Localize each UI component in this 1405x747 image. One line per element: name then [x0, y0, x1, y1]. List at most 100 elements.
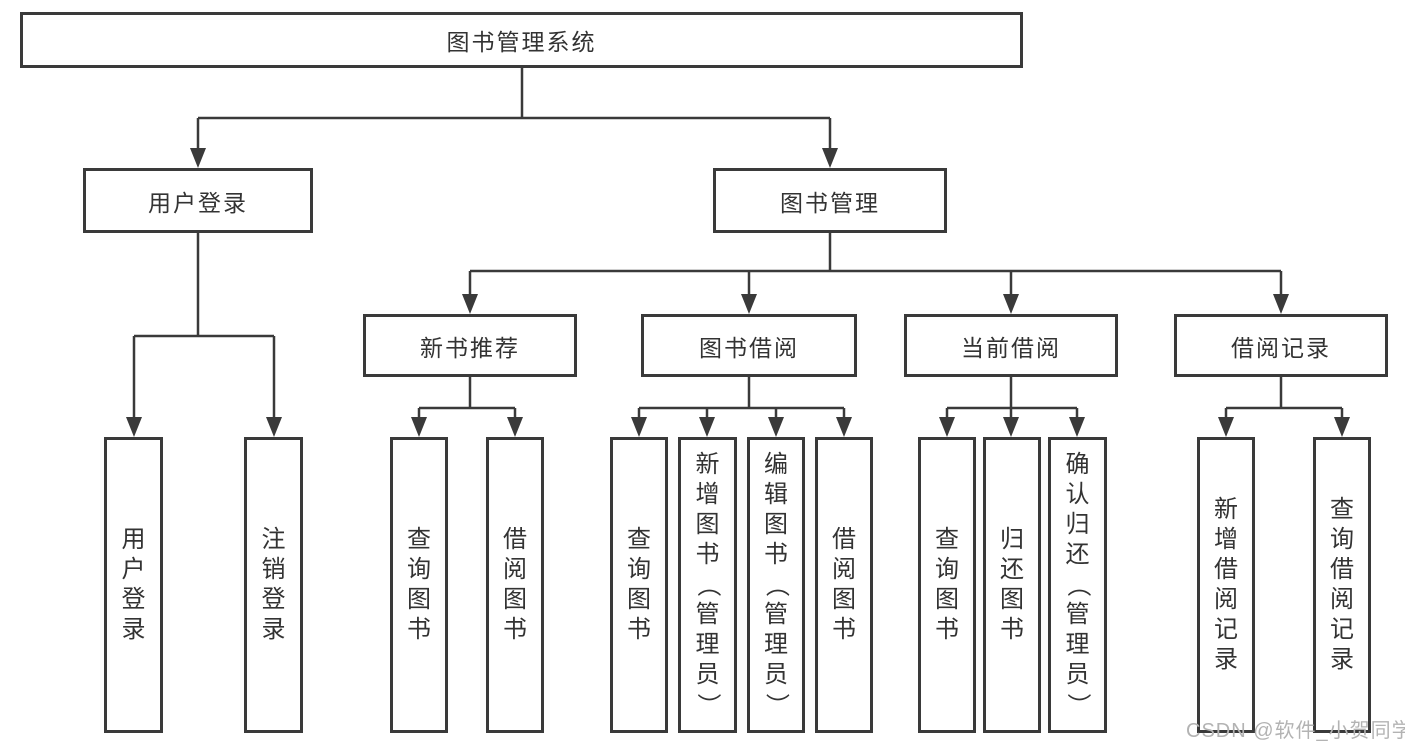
leaf-nb-borrow-book: 借阅图书 — [486, 437, 544, 733]
leaf-label-char: （ — [694, 573, 722, 597]
leaf-label-char: 管 — [1065, 601, 1090, 628]
leaf-label-char: 增 — [1214, 526, 1238, 553]
leaf-label-char: 图 — [407, 586, 431, 613]
leaf-label-char: 借 — [832, 526, 856, 553]
leaf-label-char: 书 — [407, 616, 431, 643]
leaf-label-char: 图 — [935, 586, 959, 613]
leaf-label-char: 新 — [695, 451, 720, 478]
leaf-label-char: 图 — [627, 586, 651, 613]
leaf-label-char: 图 — [1000, 586, 1024, 613]
node-user-login-label: 用户登录 — [148, 189, 248, 216]
leaf-label-char: 辑 — [764, 481, 788, 508]
leaf-label-char: 书 — [764, 541, 788, 568]
leaf-label-char: 新 — [1214, 496, 1238, 523]
leaf-label-char: 认 — [1065, 481, 1090, 508]
leaf-label-char: 借 — [1214, 556, 1238, 583]
leaf-label-char: 询 — [935, 556, 959, 583]
leaf-cb-return-book: 归还图书 — [983, 437, 1041, 733]
leaf-logout: 注销登录 — [244, 437, 303, 733]
node-book-management: 图书管理 — [713, 168, 947, 233]
leaf-label-char: 询 — [407, 556, 431, 583]
node-borrowing-records: 借阅记录 — [1174, 314, 1388, 377]
leaf-label-char: 录 — [261, 616, 286, 643]
leaf-label-char: 图 — [503, 586, 527, 613]
leaf-label-char: 理 — [695, 631, 720, 658]
leaf-br-add-record: 新增借阅记录 — [1197, 437, 1255, 733]
leaf-label-char: 借 — [1330, 556, 1354, 583]
leaf-label-char: 登 — [121, 586, 146, 613]
leaf-nb-query-book: 查询图书 — [390, 437, 448, 733]
leaf-bb-query-book: 查询图书 — [610, 437, 668, 733]
leaf-label-char: 归 — [1065, 511, 1090, 538]
leaf-br-query-record: 查询借阅记录 — [1313, 437, 1371, 733]
leaf-label-char: （ — [1064, 573, 1092, 597]
connector-borrowing-records-to-leaves — [1224, 377, 1344, 421]
leaf-label-char: 图 — [764, 511, 788, 538]
leaf-label-char: 书 — [935, 616, 959, 643]
leaf-label-char: 查 — [407, 526, 431, 553]
leaf-label-char: 借 — [503, 526, 527, 553]
connector-current-borrowing-to-leaves — [945, 377, 1079, 421]
node-new-book-recommendation-label: 新书推荐 — [420, 334, 520, 361]
leaf-label-char: 确 — [1065, 451, 1090, 478]
leaf-label-char: 阅 — [503, 556, 527, 583]
leaf-label-char: 书 — [503, 616, 527, 643]
connector-root-to-level2 — [196, 68, 832, 152]
leaf-label-char: 用 — [121, 526, 146, 553]
node-book-borrowing: 图书借阅 — [641, 314, 857, 377]
leaf-label-char: 销 — [261, 556, 286, 583]
leaf-label-char: 书 — [1000, 616, 1024, 643]
leaf-cb-confirm-return-admin: 确认归还 （ 管理员 ） — [1048, 437, 1107, 733]
leaf-label-char: 编 — [764, 451, 788, 478]
connector-book-borrowing-to-leaves — [637, 377, 846, 421]
leaf-label-char: 图 — [832, 586, 856, 613]
leaf-label-char: 还 — [1065, 541, 1090, 568]
node-user-login: 用户登录 — [83, 168, 313, 233]
leaf-label-char: 管 — [764, 601, 788, 628]
leaf-label-char: 阅 — [832, 556, 856, 583]
leaf-label-char: 阅 — [1330, 586, 1354, 613]
node-current-borrowing: 当前借阅 — [904, 314, 1118, 377]
node-root: 图书管理系统 — [20, 12, 1023, 68]
leaf-label-char: （ — [763, 573, 790, 597]
leaf-label-char: 员 — [1065, 661, 1090, 688]
leaf-label-char: 记 — [1330, 616, 1354, 643]
leaf-label-char: 记 — [1214, 616, 1238, 643]
leaf-label-char: 增 — [695, 481, 720, 508]
node-book-borrowing-label: 图书借阅 — [699, 334, 799, 361]
watermark: CSDN @软件_小贺同学 — [1186, 720, 1405, 742]
node-root-label: 图书管理系统 — [446, 29, 597, 55]
leaf-label-char: 书 — [627, 616, 651, 643]
leaf-bb-add-book-admin: 新增图书 （ 管理员 ） — [678, 437, 737, 733]
node-new-book-recommendation: 新书推荐 — [363, 314, 577, 377]
leaf-label-char: 查 — [627, 526, 651, 553]
leaf-label-char: 管 — [695, 601, 720, 628]
leaf-label-char: 查 — [1330, 496, 1354, 523]
leaf-label-char: 登 — [261, 586, 286, 613]
leaf-label-char: 注 — [261, 526, 286, 553]
leaf-label-char: 询 — [627, 556, 651, 583]
leaf-bb-borrow-book: 借阅图书 — [815, 437, 873, 733]
leaf-label-char: 理 — [764, 631, 788, 658]
leaf-label-char: 归 — [1000, 526, 1024, 553]
leaf-label-char: 户 — [121, 556, 146, 583]
leaf-label-char: 图 — [695, 511, 720, 538]
leaf-label-char: 阅 — [1214, 586, 1238, 613]
leaf-label-char: ） — [694, 693, 722, 717]
leaf-label-char: 查 — [935, 526, 959, 553]
leaf-label-char: ） — [1064, 693, 1092, 717]
leaf-cb-query-book: 查询图书 — [918, 437, 976, 733]
leaf-label-char: 理 — [1065, 631, 1090, 658]
leaf-label-char: 书 — [695, 541, 720, 568]
connector-new-book-to-leaves — [417, 377, 517, 421]
leaf-label-char: ） — [763, 693, 790, 717]
leaf-bb-edit-book-admin: 编辑图书 （ 管理员 ） — [747, 437, 805, 733]
leaf-label-char: 员 — [695, 661, 720, 688]
leaf-user-login: 用户登录 — [104, 437, 163, 733]
node-book-management-label: 图书管理 — [780, 189, 880, 216]
leaf-label-char: 书 — [832, 616, 856, 643]
leaf-label-char: 还 — [1000, 556, 1024, 583]
leaf-label-char: 员 — [764, 661, 788, 688]
leaf-label-char: 录 — [121, 616, 146, 643]
